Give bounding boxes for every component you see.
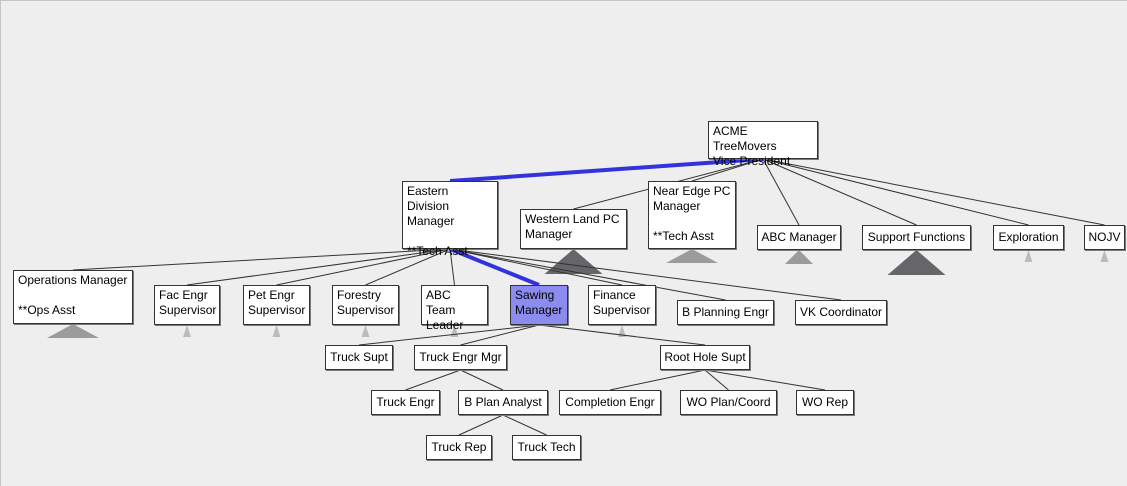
org-node-peteng[interactable]: Pet Engr Supervisor bbox=[243, 285, 310, 325]
connector-vp-exploration bbox=[762, 158, 1029, 226]
org-node-sawing[interactable]: Sawing Manager bbox=[510, 285, 568, 325]
org-node-nearedge[interactable]: Near Edge PC Manager **Tech Asst bbox=[648, 181, 736, 249]
org-node-eastern[interactable]: Eastern Division Manager **Tech Asst bbox=[402, 181, 498, 258]
org-node-bplanning[interactable]: B Planning Engr bbox=[677, 300, 774, 325]
connector-eastern-bplanning bbox=[449, 248, 726, 301]
org-node-ops[interactable]: Operations Manager **Ops Asst bbox=[13, 270, 133, 324]
connector-eastern-faceng bbox=[186, 248, 451, 286]
org-node-bplan[interactable]: B Plan Analyst bbox=[458, 390, 548, 415]
org-node-vk[interactable]: VK Coordinator bbox=[795, 300, 887, 325]
org-node-truckengr[interactable]: Truck Engr bbox=[371, 390, 440, 415]
connector-sawing-truckengmgr bbox=[460, 324, 540, 346]
connector-eastern-finance bbox=[449, 248, 623, 286]
connector-truckengmgr-truckengr bbox=[405, 369, 461, 391]
org-node-vp[interactable]: ACME TreeMovers Vice President bbox=[708, 121, 818, 168]
org-node-finance[interactable]: Finance Supervisor bbox=[588, 285, 656, 325]
collapsed-subtree-faceng[interactable] bbox=[183, 325, 191, 337]
connector-truckengmgr-bplan bbox=[460, 369, 504, 391]
collapsed-subtree-nearedge[interactable] bbox=[666, 249, 718, 263]
connector-vp-nojv bbox=[762, 158, 1105, 226]
collapsed-subtree-ops[interactable] bbox=[47, 324, 99, 338]
collapsed-subtree-support[interactable] bbox=[887, 250, 946, 275]
collapsed-subtree-finance[interactable] bbox=[618, 325, 626, 337]
org-node-faceng[interactable]: Fac Engr Supervisor bbox=[154, 285, 220, 325]
connector-eastern-ops bbox=[72, 248, 451, 271]
connector-roothole-woplan bbox=[704, 369, 729, 391]
org-node-worep[interactable]: WO Rep bbox=[796, 390, 854, 415]
connector-eastern-forestry bbox=[365, 248, 451, 286]
collapsed-subtree-abcmgr[interactable] bbox=[785, 250, 813, 264]
org-node-nojv[interactable]: NOJV bbox=[1084, 225, 1125, 250]
org-node-trucksupt[interactable]: Truck Supt bbox=[325, 345, 393, 370]
connector-sawing-trucksupt bbox=[358, 324, 540, 346]
connector-bplan-trucktech bbox=[502, 414, 547, 436]
collapsed-subtree-forestry[interactable] bbox=[361, 325, 370, 337]
connector-vp-abcmgr bbox=[762, 158, 800, 226]
org-node-forestry[interactable]: Forestry Supervisor bbox=[332, 285, 399, 325]
org-node-completion[interactable]: Completion Engr bbox=[559, 390, 661, 415]
collapsed-subtree-nojv[interactable] bbox=[1100, 250, 1109, 262]
org-node-support[interactable]: Support Functions bbox=[862, 225, 971, 250]
connector-sawing-roothole bbox=[538, 324, 706, 346]
org-node-abcmgr[interactable]: ABC Manager bbox=[757, 225, 841, 250]
org-node-western[interactable]: Western Land PC Manager bbox=[520, 209, 627, 249]
highlighted-connector-vp-eastern bbox=[449, 157, 764, 183]
highlighted-connector-eastern-sawing bbox=[449, 247, 540, 287]
connector-eastern-peteng bbox=[276, 248, 451, 286]
connector-roothole-completion bbox=[609, 369, 706, 391]
org-node-truckengmgr[interactable]: Truck Engr Mgr bbox=[414, 345, 507, 370]
connector-eastern-vk bbox=[449, 248, 842, 301]
org-node-roothole[interactable]: Root Hole Supt bbox=[660, 345, 750, 370]
org-node-abcteam[interactable]: ABC Team Leader bbox=[421, 285, 488, 332]
org-node-truckrep[interactable]: Truck Rep bbox=[426, 435, 492, 460]
collapsed-subtree-exploration[interactable] bbox=[1024, 250, 1033, 262]
connector-eastern-abcteam bbox=[449, 248, 455, 286]
collapsed-subtree-peteng[interactable] bbox=[272, 325, 281, 337]
connector-vp-nearedge bbox=[691, 158, 764, 182]
connector-roothole-worep bbox=[704, 369, 826, 391]
org-node-woplan[interactable]: WO Plan/Coord bbox=[680, 390, 777, 415]
connector-bplan-truckrep bbox=[458, 414, 504, 436]
collapsed-subtree-western[interactable] bbox=[544, 249, 603, 274]
org-node-trucktech[interactable]: Truck Tech bbox=[512, 435, 581, 460]
connector-vp-support bbox=[762, 158, 917, 226]
org-node-exploration[interactable]: Exploration bbox=[993, 225, 1064, 250]
